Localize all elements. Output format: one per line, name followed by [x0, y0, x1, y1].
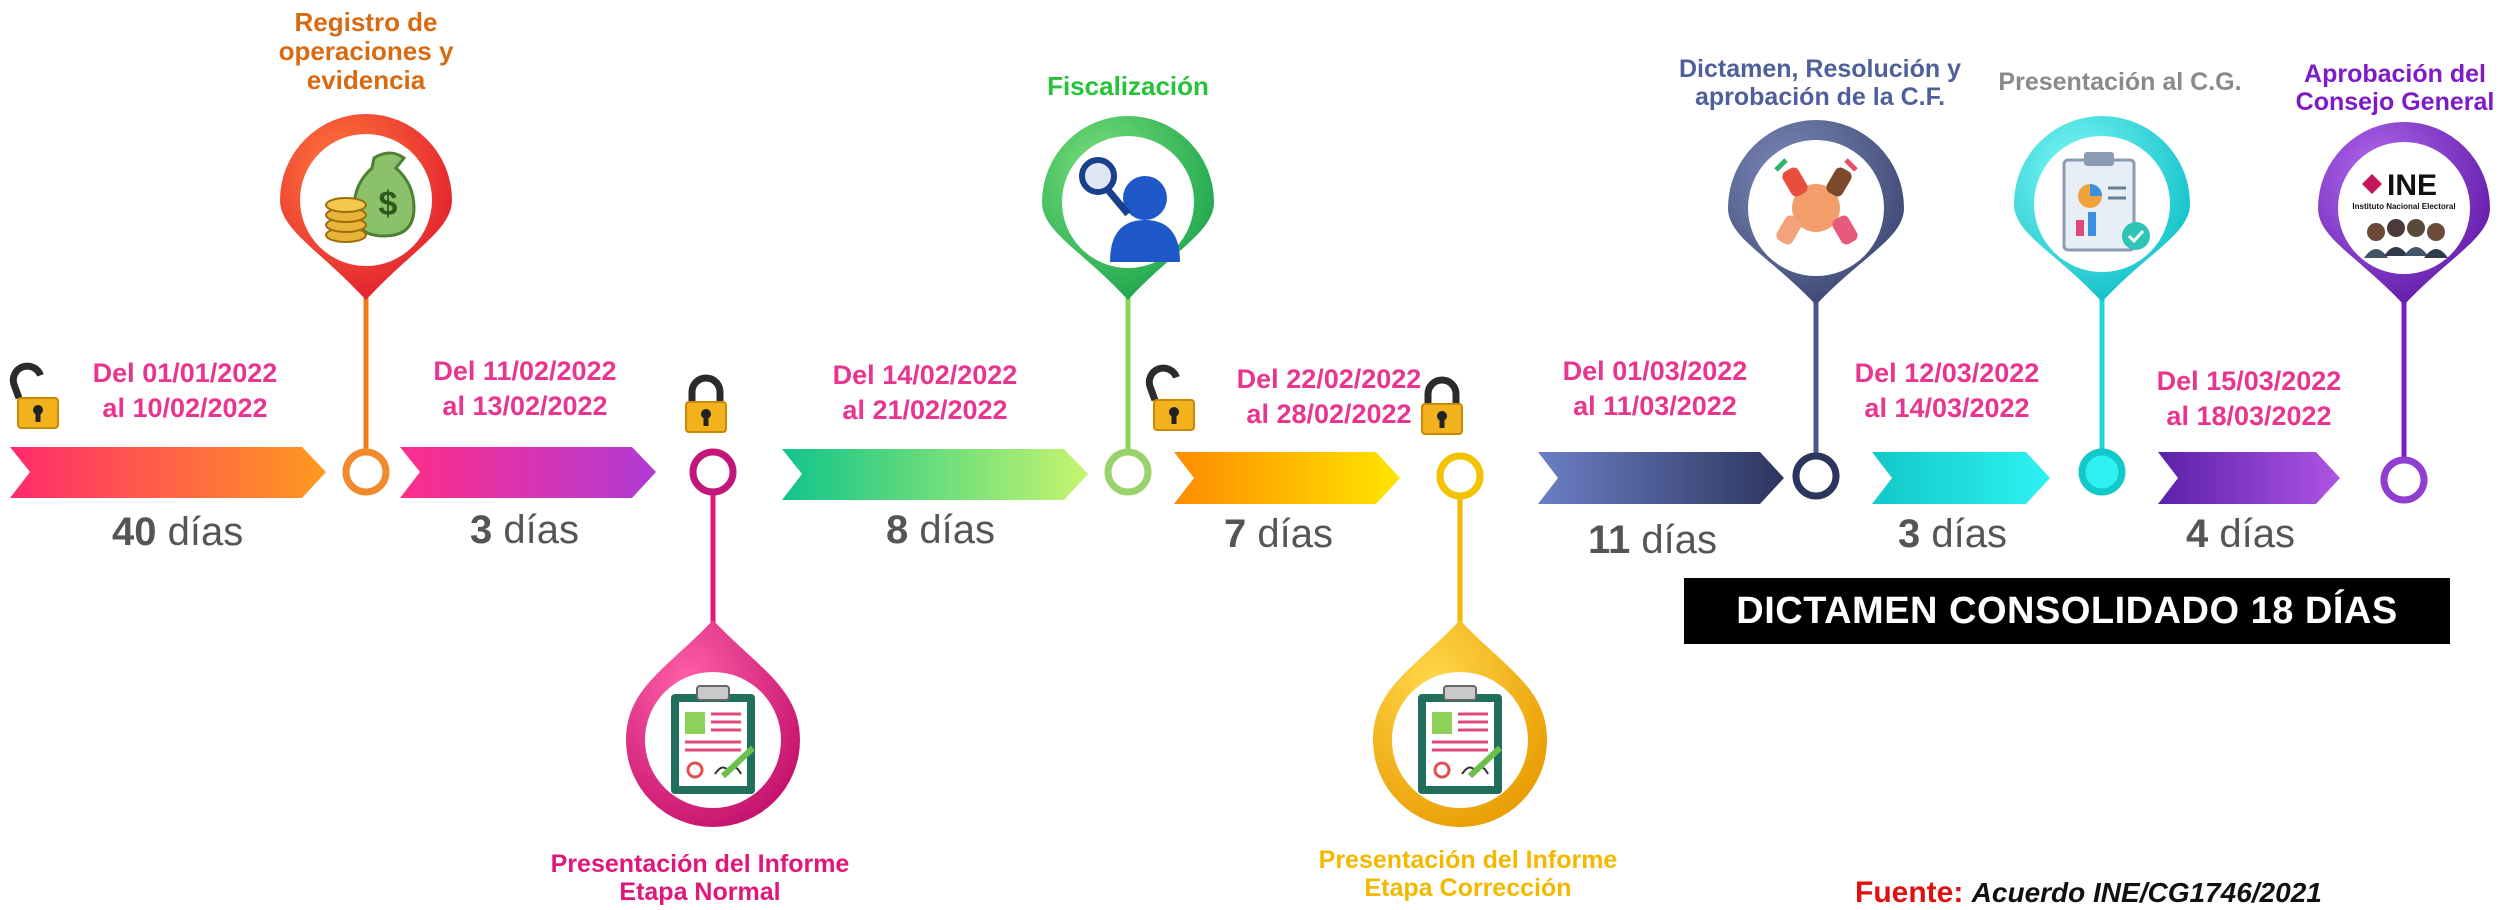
- locked-padlock-icon: [686, 378, 726, 432]
- segment-arrow-5: [1538, 452, 1784, 504]
- label-informe-correccion: Presentación del Informe Etapa Correcció…: [1318, 846, 1618, 902]
- duration-3: 8 días: [886, 508, 995, 552]
- teamwork-hands-icon: [1774, 158, 1858, 245]
- label-registro: Registro de operaciones y evidencia: [278, 7, 454, 96]
- report-document-icon: [671, 686, 755, 794]
- range-6: Del 12/03/2022 al 14/03/2022: [1854, 358, 2040, 423]
- svg-text:INE: INE: [2387, 169, 2437, 202]
- source-note: Fuente: Acuerdo INE/CG1746/2021: [1855, 876, 2322, 910]
- pin-informe-correccion: [1373, 492, 1547, 828]
- segment-arrow-4: [1174, 452, 1400, 504]
- duration-2: 3 días: [470, 508, 579, 552]
- range-5: Del 01/03/2022 al 11/03/2022: [1562, 356, 1748, 421]
- connector-ring-7: [2380, 456, 2428, 504]
- duration-6: 3 días: [1898, 512, 2007, 556]
- source-value: Acuerdo INE/CG1746/2021: [1971, 877, 2322, 908]
- range-1: Del 01/01/2022 al 10/02/2022: [92, 358, 278, 423]
- connector-ring-5: [1792, 452, 1840, 500]
- label-fiscalizacion: Fiscalización: [1047, 71, 1209, 101]
- duration-7: 4 días: [2186, 512, 2295, 556]
- label-dictamen-cf: Dictamen, Resolución y aprobación de la …: [1678, 55, 1962, 111]
- connector-ring-1: [342, 448, 390, 496]
- connector-ring-3: [1104, 448, 1152, 496]
- report-document-icon: [1418, 686, 1502, 794]
- pin-aprobacion-cg: INE Instituto Nacional Electoral: [2318, 122, 2490, 460]
- pin-presentacion-cg: [2014, 116, 2190, 456]
- pin-registro: $: [280, 114, 452, 456]
- range-2: Del 11/02/2022 al 13/02/2022: [433, 356, 617, 421]
- unlocked-padlock-icon: [1145, 364, 1194, 430]
- magnifier-person-icon: [1079, 157, 1180, 262]
- unlocked-padlock-icon: [9, 362, 58, 428]
- pin-informe-normal: [626, 490, 800, 827]
- segment-arrow-2: [400, 447, 656, 498]
- consolidated-banner: DICTAMEN CONSOLIDADO 18 DÍAS: [1684, 578, 2450, 644]
- range-4: Del 22/02/2022 al 28/02/2022: [1236, 364, 1422, 429]
- duration-1: 40 días: [112, 510, 244, 554]
- label-informe-normal: Presentación del Informe Etapa Normal: [550, 850, 850, 906]
- duration-4: 7 días: [1224, 512, 1333, 556]
- connector-ring-6: [2078, 448, 2126, 496]
- segment-arrow-6: [1872, 452, 2050, 504]
- connector-ring-2: [689, 448, 737, 496]
- label-presentacion-cg: Presentación al C.G.: [1998, 68, 2242, 96]
- segment-arrow-1: [10, 447, 326, 498]
- label-aprobacion-cg: Aprobación del Consejo General: [2295, 60, 2495, 116]
- source-label: Fuente:: [1855, 876, 1964, 909]
- pin-fiscalizacion: [1042, 116, 1214, 452]
- range-3: Del 14/02/2022 al 21/02/2022: [832, 360, 1018, 425]
- money-bag-icon: $: [325, 151, 416, 243]
- pin-dictamen-cf: [1728, 120, 1904, 456]
- svg-text:$: $: [379, 185, 398, 223]
- segment-arrow-7: [2158, 452, 2340, 504]
- duration-5: 11 días: [1588, 518, 1718, 562]
- clipboard-chart-icon: [2062, 152, 2150, 252]
- svg-text:Instituto Nacional Electoral: Instituto Nacional Electoral: [2352, 202, 2455, 211]
- segment-arrow-3: [782, 449, 1088, 500]
- range-7: Del 15/03/2022 al 18/03/2022: [2156, 366, 2342, 431]
- ine-logo: INE Instituto Nacional Electoral: [2352, 169, 2456, 258]
- connector-ring-4: [1436, 452, 1484, 500]
